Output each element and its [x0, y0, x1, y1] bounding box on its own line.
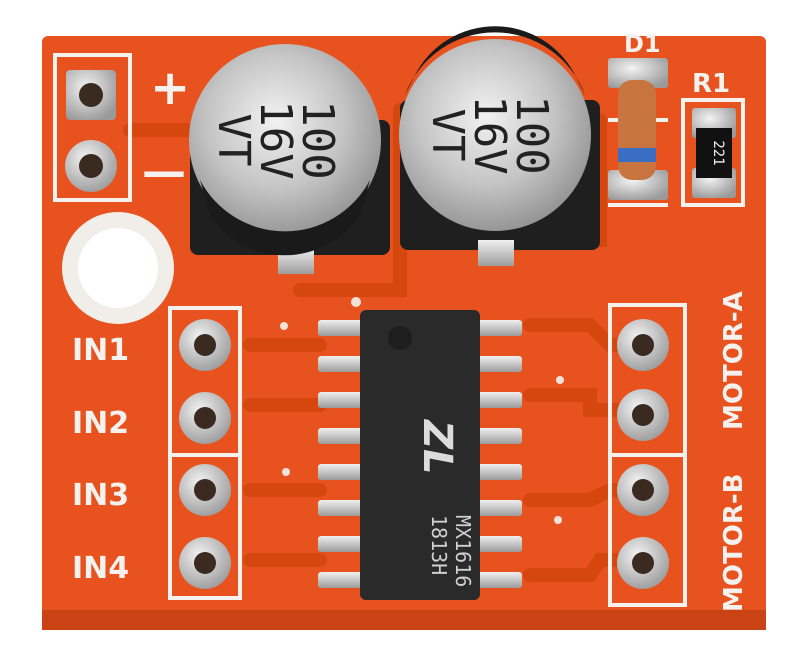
svg-text:16V: 16V	[250, 100, 301, 179]
ic-pin	[318, 320, 364, 336]
in1-label: IN1	[72, 333, 129, 368]
svg-text:16V: 16V	[464, 95, 515, 174]
ic-pin	[318, 536, 364, 552]
svg-text:100: 100	[506, 95, 557, 174]
ic-pin	[318, 356, 364, 372]
ic-pin	[476, 572, 522, 588]
ic-pin	[318, 464, 364, 480]
capacitor-right: 100 16V VT	[399, 26, 600, 266]
resistor-label: R1	[692, 69, 730, 99]
svg-text:MX1616: MX1616	[451, 515, 475, 587]
svg-text:VT: VT	[208, 114, 259, 167]
svg-text:1813H: 1813H	[427, 515, 451, 575]
power-pads	[65, 70, 117, 192]
ic-chip: ZL MX1616 1813H	[318, 310, 522, 600]
ic-pin	[318, 500, 364, 516]
svg-text:VT: VT	[422, 109, 473, 162]
ic-pin	[476, 464, 522, 480]
ic-pin	[476, 320, 522, 336]
ic-pin	[476, 392, 522, 408]
ic-pin	[476, 500, 522, 516]
mounting-hole	[62, 212, 174, 324]
ic-pin	[476, 428, 522, 444]
in4-label: IN4	[72, 551, 129, 586]
motor-b-label: MOTOR-B	[719, 474, 749, 612]
resistor-r1: 221	[692, 108, 736, 198]
svg-text:100: 100	[292, 100, 343, 179]
diode-d1	[608, 58, 668, 200]
capacitor-left: 100 16V VT	[189, 44, 390, 274]
ic-pin	[476, 536, 522, 552]
svg-text:221: 221	[710, 140, 726, 165]
input-header	[179, 319, 231, 589]
diode-label: D1	[624, 30, 661, 58]
motor-a-label: MOTOR-A	[719, 291, 749, 430]
svg-text:ZL: ZL	[414, 418, 460, 475]
ic-pin	[476, 356, 522, 372]
pcb-edge	[42, 610, 766, 630]
in3-label: IN3	[72, 478, 129, 513]
plus-label: +	[150, 60, 190, 116]
ic-pin	[318, 572, 364, 588]
vias	[280, 297, 564, 524]
motor-header	[617, 319, 669, 589]
silkscreen-outlines	[53, 53, 745, 607]
in2-label: IN2	[72, 406, 129, 441]
ic-pin	[318, 428, 364, 444]
ic-pin	[318, 392, 364, 408]
minus-label: —	[142, 146, 186, 197]
